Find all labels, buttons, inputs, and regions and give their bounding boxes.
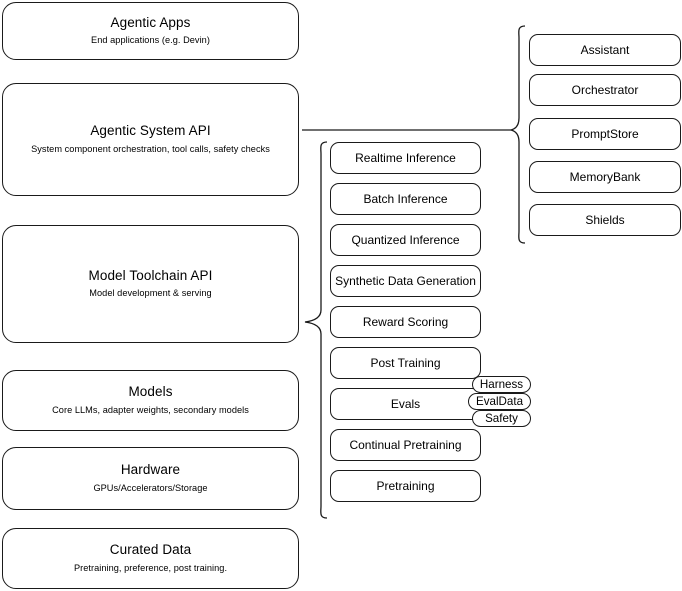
capability-continual-pretraining[interactable]: Continual Pretraining: [330, 429, 481, 461]
layer-subtitle: GPUs/Accelerators/Storage: [93, 482, 208, 493]
evals-subcomponent-evaldata[interactable]: EvalData: [468, 393, 531, 410]
capability-post-training[interactable]: Post Training: [330, 347, 481, 379]
capability-pretraining[interactable]: Pretraining: [330, 470, 481, 502]
capability-realtime-inference[interactable]: Realtime Inference: [330, 142, 481, 174]
component-orchestrator[interactable]: Orchestrator: [529, 74, 681, 106]
capability-evals[interactable]: Evals: [330, 388, 481, 420]
pill-label: Harness: [479, 377, 524, 391]
layer-subtitle: End applications (e.g. Devin): [91, 35, 210, 46]
layer-models[interactable]: Models Core LLMs, adapter weights, secon…: [2, 370, 299, 431]
brace-toolchain-capabilities: [304, 141, 328, 519]
component-shields[interactable]: Shields: [529, 204, 681, 236]
capability-label: Pretraining: [376, 478, 435, 493]
evals-subcomponent-safety[interactable]: Safety: [472, 410, 531, 427]
component-label: Assistant: [580, 42, 630, 57]
capability-label: Evals: [390, 396, 421, 411]
layer-title: Agentic Apps: [110, 14, 191, 30]
component-promptstore[interactable]: PromptStore: [529, 118, 681, 150]
layer-subtitle: System component orchestration, tool cal…: [31, 143, 270, 154]
capability-quantized-inference[interactable]: Quantized Inference: [330, 224, 481, 256]
component-label: MemoryBank: [569, 169, 641, 184]
capability-label: Reward Scoring: [362, 314, 449, 329]
capability-label: Batch Inference: [363, 191, 448, 206]
pill-label: EvalData: [475, 394, 524, 408]
capability-label: Synthetic Data Generation: [335, 273, 476, 288]
capability-label: Quantized Inference: [351, 232, 460, 247]
layer-agentic-system-api[interactable]: Agentic System API System component orch…: [2, 83, 299, 196]
layer-hardware[interactable]: Hardware GPUs/Accelerators/Storage: [2, 447, 299, 510]
component-memorybank[interactable]: MemoryBank: [529, 161, 681, 193]
component-label: Orchestrator: [571, 82, 639, 97]
capability-synthetic-data-generation[interactable]: Synthetic Data Generation: [330, 265, 481, 297]
capability-label: Post Training: [370, 355, 441, 370]
capability-reward-scoring[interactable]: Reward Scoring: [330, 306, 481, 338]
layer-subtitle: Model development & serving: [89, 288, 212, 299]
layer-curated-data[interactable]: Curated Data Pretraining, preference, po…: [2, 528, 299, 589]
layer-model-toolchain-api[interactable]: Model Toolchain API Model development & …: [2, 225, 299, 343]
layer-subtitle: Pretraining, preference, post training.: [73, 562, 228, 573]
layer-title: Hardware: [120, 462, 181, 478]
capability-label: Realtime Inference: [355, 150, 456, 165]
layer-subtitle: Core LLMs, adapter weights, secondary mo…: [52, 404, 249, 415]
brace-agentic-system-components: [510, 25, 526, 244]
layer-agentic-apps[interactable]: Agentic Apps End applications (e.g. Devi…: [2, 2, 299, 60]
layer-title: Model Toolchain API: [88, 267, 213, 283]
component-assistant[interactable]: Assistant: [529, 34, 681, 66]
layer-title: Curated Data: [109, 542, 192, 558]
evals-subcomponent-harness[interactable]: Harness: [472, 376, 531, 393]
capability-label: Continual Pretraining: [349, 437, 462, 452]
layer-title: Models: [128, 384, 173, 400]
component-label: PromptStore: [571, 126, 639, 141]
capability-batch-inference[interactable]: Batch Inference: [330, 183, 481, 215]
component-label: Shields: [585, 212, 625, 227]
layer-title: Agentic System API: [90, 123, 211, 139]
pill-label: Safety: [485, 411, 518, 425]
